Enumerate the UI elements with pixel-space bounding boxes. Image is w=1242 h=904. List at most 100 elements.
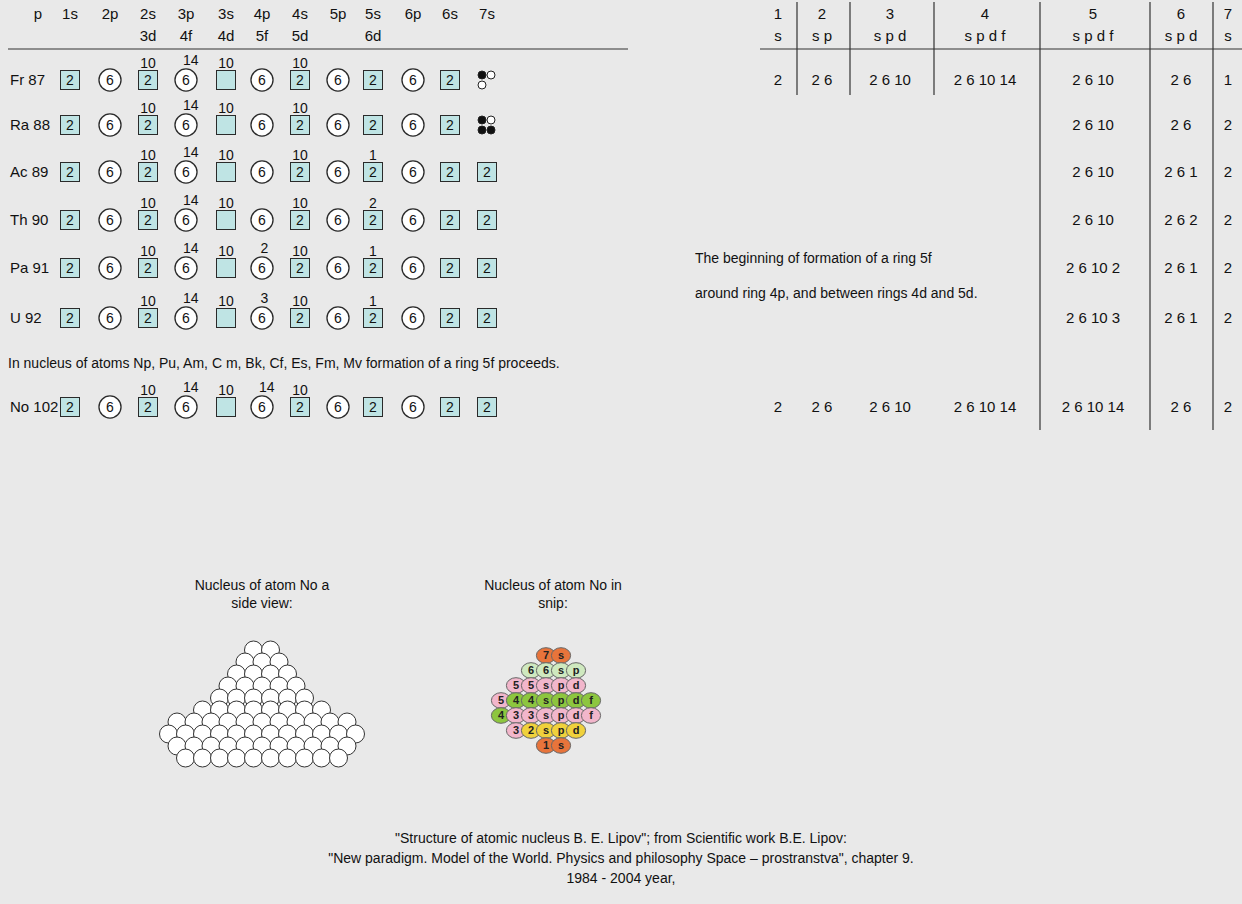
shell-count: 2: [369, 260, 377, 276]
superscript-count: 14: [183, 290, 199, 306]
superscript-count: 10: [292, 243, 308, 259]
shell-letter: s: [543, 679, 549, 691]
shell-letter: f: [589, 694, 593, 706]
shell-count: 2: [66, 310, 74, 326]
orbital-circle: 63: [250, 306, 274, 330]
shell-ellipse: p: [566, 662, 586, 679]
orbital-square: 2: [477, 162, 497, 182]
shell-count: 6: [182, 164, 190, 180]
table-label: 7s: [479, 5, 495, 23]
table-label: 2: [818, 5, 826, 23]
table-label: s: [1224, 27, 1232, 45]
superscript-count: 10: [140, 100, 156, 116]
superscript-count: 1: [369, 243, 377, 259]
shell-count: 2: [66, 117, 74, 133]
superscript-count: 10: [218, 55, 234, 71]
table-label: around ring 4p, and between rings 4d and…: [695, 284, 978, 302]
shell-count: 2: [446, 399, 454, 415]
table-label: Nucleus of atom No a side view:: [187, 576, 337, 612]
shell-count: 6: [182, 72, 190, 88]
orbital-square: 210: [138, 115, 158, 135]
shell-count: 2: [144, 260, 152, 276]
orbital-square: 2: [363, 397, 383, 417]
superscript-count: 10: [218, 147, 234, 163]
orbital-circle: 614: [174, 256, 198, 280]
superscript-count: 10: [218, 243, 234, 259]
superscript-count: 14: [183, 144, 199, 160]
table-label: 2 6: [812, 71, 833, 89]
superscript-count: 14: [183, 240, 199, 256]
table-label: 3s: [218, 5, 234, 23]
shell-letter: 3: [513, 709, 519, 721]
shell-count: 2: [144, 310, 152, 326]
orbital-square: 210: [290, 308, 310, 328]
orbital-circle: 6: [326, 256, 350, 280]
shell-count: 2: [66, 164, 74, 180]
shell-count: 2: [296, 260, 304, 276]
orbital-square: 210: [290, 70, 310, 90]
table-label: 4p: [254, 5, 271, 23]
shell-count: 6: [334, 72, 342, 88]
orbital-square: 2: [440, 70, 460, 90]
shell-letter: d: [573, 679, 580, 691]
orbital-circle: 614: [174, 208, 198, 232]
table-label: 2 6 1: [1164, 309, 1197, 327]
shell-count: 2: [483, 399, 491, 415]
shell-count: 2: [66, 72, 74, 88]
shell-count: 2: [483, 310, 491, 326]
table-label: 6d: [365, 27, 382, 45]
orbital-square: 10: [216, 258, 236, 278]
shell-count: 2: [66, 399, 74, 415]
table-label: 2 6 1: [1164, 259, 1197, 277]
column-rule: [1039, 2, 1040, 430]
orbital-square: 10: [216, 70, 236, 90]
shell-count: 6: [258, 72, 266, 88]
orbital-circle: 6: [250, 160, 274, 184]
orbital-square: 2: [363, 115, 383, 135]
superscript-count: 1: [369, 147, 377, 163]
orbital-square: 2: [477, 308, 497, 328]
table-label: 7: [1224, 5, 1232, 23]
superscript-count: 1: [369, 293, 377, 309]
table-label: 4f: [180, 27, 193, 45]
table-label: 2: [774, 71, 782, 89]
superscript-count: 10: [140, 55, 156, 71]
shell-letter: 2: [528, 724, 534, 736]
table-label: 4d: [218, 27, 235, 45]
table-label: 2 6 10: [869, 71, 911, 89]
orbital-square: 10: [216, 210, 236, 230]
shell-count: 2: [144, 399, 152, 415]
table-label: 2 6 10 14: [954, 398, 1017, 416]
superscript-count: 10: [218, 195, 234, 211]
table-label: 1: [1224, 71, 1232, 89]
orbital-square: 2: [440, 397, 460, 417]
table-label: 1s: [62, 5, 78, 23]
orbital-circle: 614: [174, 160, 198, 184]
table-label: 4s: [292, 5, 308, 23]
table-label: 2 6: [812, 398, 833, 416]
table-label: 2 6 10: [1072, 116, 1114, 134]
column-rule: [849, 2, 850, 95]
superscript-count: 10: [218, 382, 234, 398]
shell-count: 2: [144, 117, 152, 133]
table-label: Ac 89: [10, 163, 48, 181]
orbital-square: 2: [477, 210, 497, 230]
shell-letter: 6: [543, 664, 549, 676]
orbital-circle: 6: [250, 68, 274, 92]
shell-ellipse: d: [566, 722, 586, 739]
shell-count: 6: [106, 310, 114, 326]
orbital-square: 2: [440, 258, 460, 278]
orbital-square: 210: [138, 308, 158, 328]
column-rule: [1212, 2, 1213, 430]
shell-count: 6: [334, 164, 342, 180]
superscript-count: 10: [292, 195, 308, 211]
orbital-square: 210: [290, 210, 310, 230]
shell-letter: s: [558, 739, 564, 751]
table-label: 2: [1224, 398, 1232, 416]
shell-letter: s: [558, 664, 564, 676]
table-label: 5s: [365, 5, 381, 23]
orbital-square: 10: [216, 308, 236, 328]
superscript-count: 10: [292, 293, 308, 309]
orbital-circle: 6: [326, 68, 350, 92]
nucleon-ball: [313, 749, 331, 767]
